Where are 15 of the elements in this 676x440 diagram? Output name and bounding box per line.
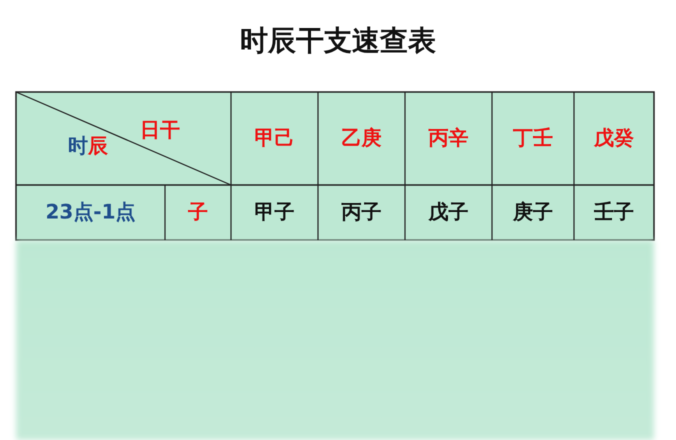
- table-cell: 丙子: [342, 198, 382, 226]
- table-cell: 戊子: [428, 198, 468, 226]
- time-range: 23点-1点: [45, 198, 136, 226]
- column-header: 乙庚: [342, 124, 382, 152]
- table-cell: 壬子: [594, 198, 634, 226]
- column-header: 戊癸: [594, 124, 634, 152]
- row-header: 时辰: [68, 132, 108, 160]
- column-header: 日干: [140, 116, 180, 144]
- branch-label: 子: [188, 198, 208, 226]
- column-header: 丙辛: [428, 124, 468, 152]
- table-cell: 庚子: [513, 198, 553, 226]
- table-title: 时辰干支速查表: [239, 23, 437, 59]
- column-header: 丁壬: [513, 124, 553, 152]
- column-header: 甲己: [254, 124, 294, 152]
- table-cell: 甲子: [254, 198, 294, 226]
